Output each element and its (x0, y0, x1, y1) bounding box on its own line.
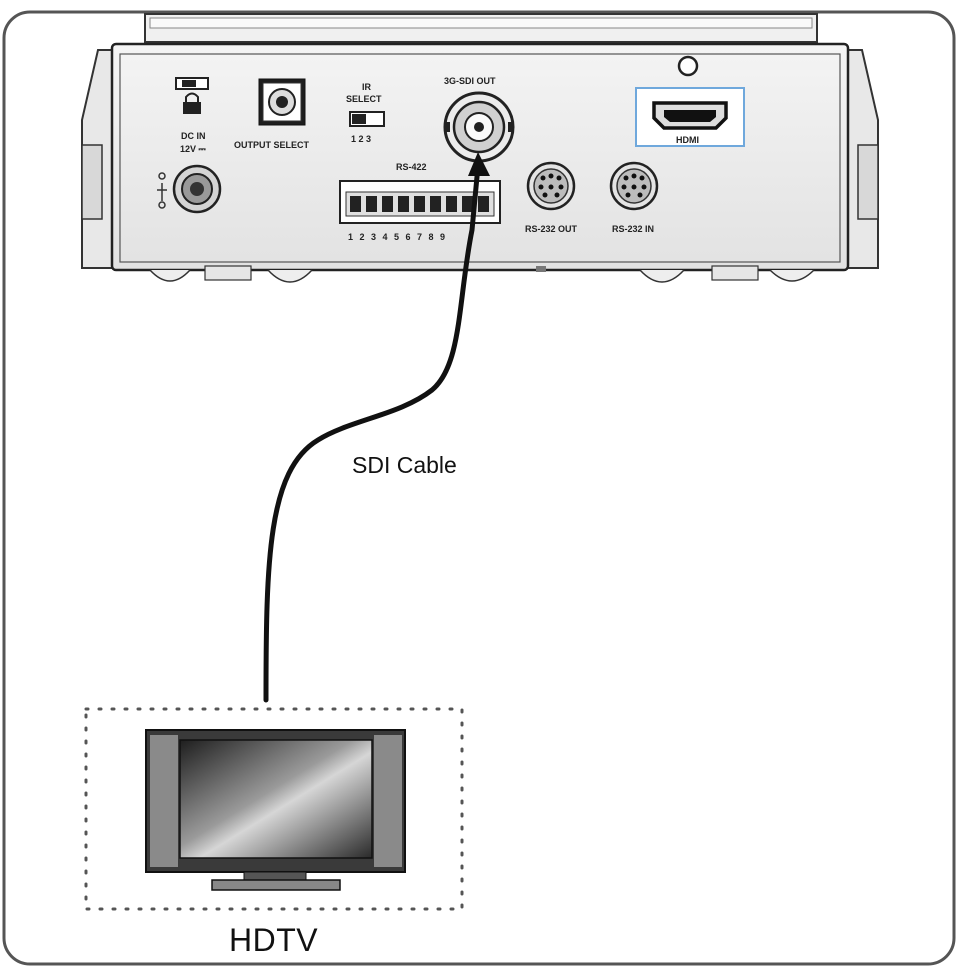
power-symbol-icon (157, 172, 167, 209)
battery-icon (175, 77, 209, 90)
hdtv-dotted-boundary (84, 707, 464, 911)
rs232-out-label: RS-232 OUT (525, 224, 578, 234)
sdi-out-port[interactable] (443, 91, 515, 163)
ir-select-positions: 1 2 3 (351, 134, 371, 144)
screw-icon (677, 55, 699, 77)
hdtv-label: HDTV (229, 922, 319, 958)
output-select-switch[interactable] (258, 78, 306, 126)
dc-in-label: DC IN (181, 131, 206, 141)
tv-icon (145, 729, 406, 891)
sdi-out-label: 3G-SDI OUT (444, 76, 496, 86)
dc-in-port[interactable] (172, 164, 222, 214)
rs422-pin-numbers: 1 2 3 4 5 6 7 8 9 (348, 232, 447, 242)
cable-arrowhead-icon (468, 152, 490, 176)
rs232-in-port[interactable] (609, 161, 659, 211)
dc-in-voltage-label: 12V ⎓ (180, 144, 207, 154)
ir-select-switch[interactable] (349, 111, 385, 127)
sdi-cable-label: SDI Cable (352, 452, 457, 478)
output-select-label: OUTPUT SELECT (234, 140, 310, 150)
rs232-in-label: RS-232 IN (612, 224, 654, 234)
lock-icon (183, 92, 201, 114)
hdmi-label: HDMI (676, 135, 699, 145)
camera-top-plate (144, 13, 818, 43)
ir-select-label: SELECT (346, 94, 382, 104)
rs232-out-port[interactable] (526, 161, 576, 211)
sdi-cable (263, 163, 481, 703)
ir-select-label-top: IR (362, 82, 372, 92)
hdmi-port[interactable] (635, 87, 745, 147)
rs422-label: RS-422 (396, 162, 427, 172)
